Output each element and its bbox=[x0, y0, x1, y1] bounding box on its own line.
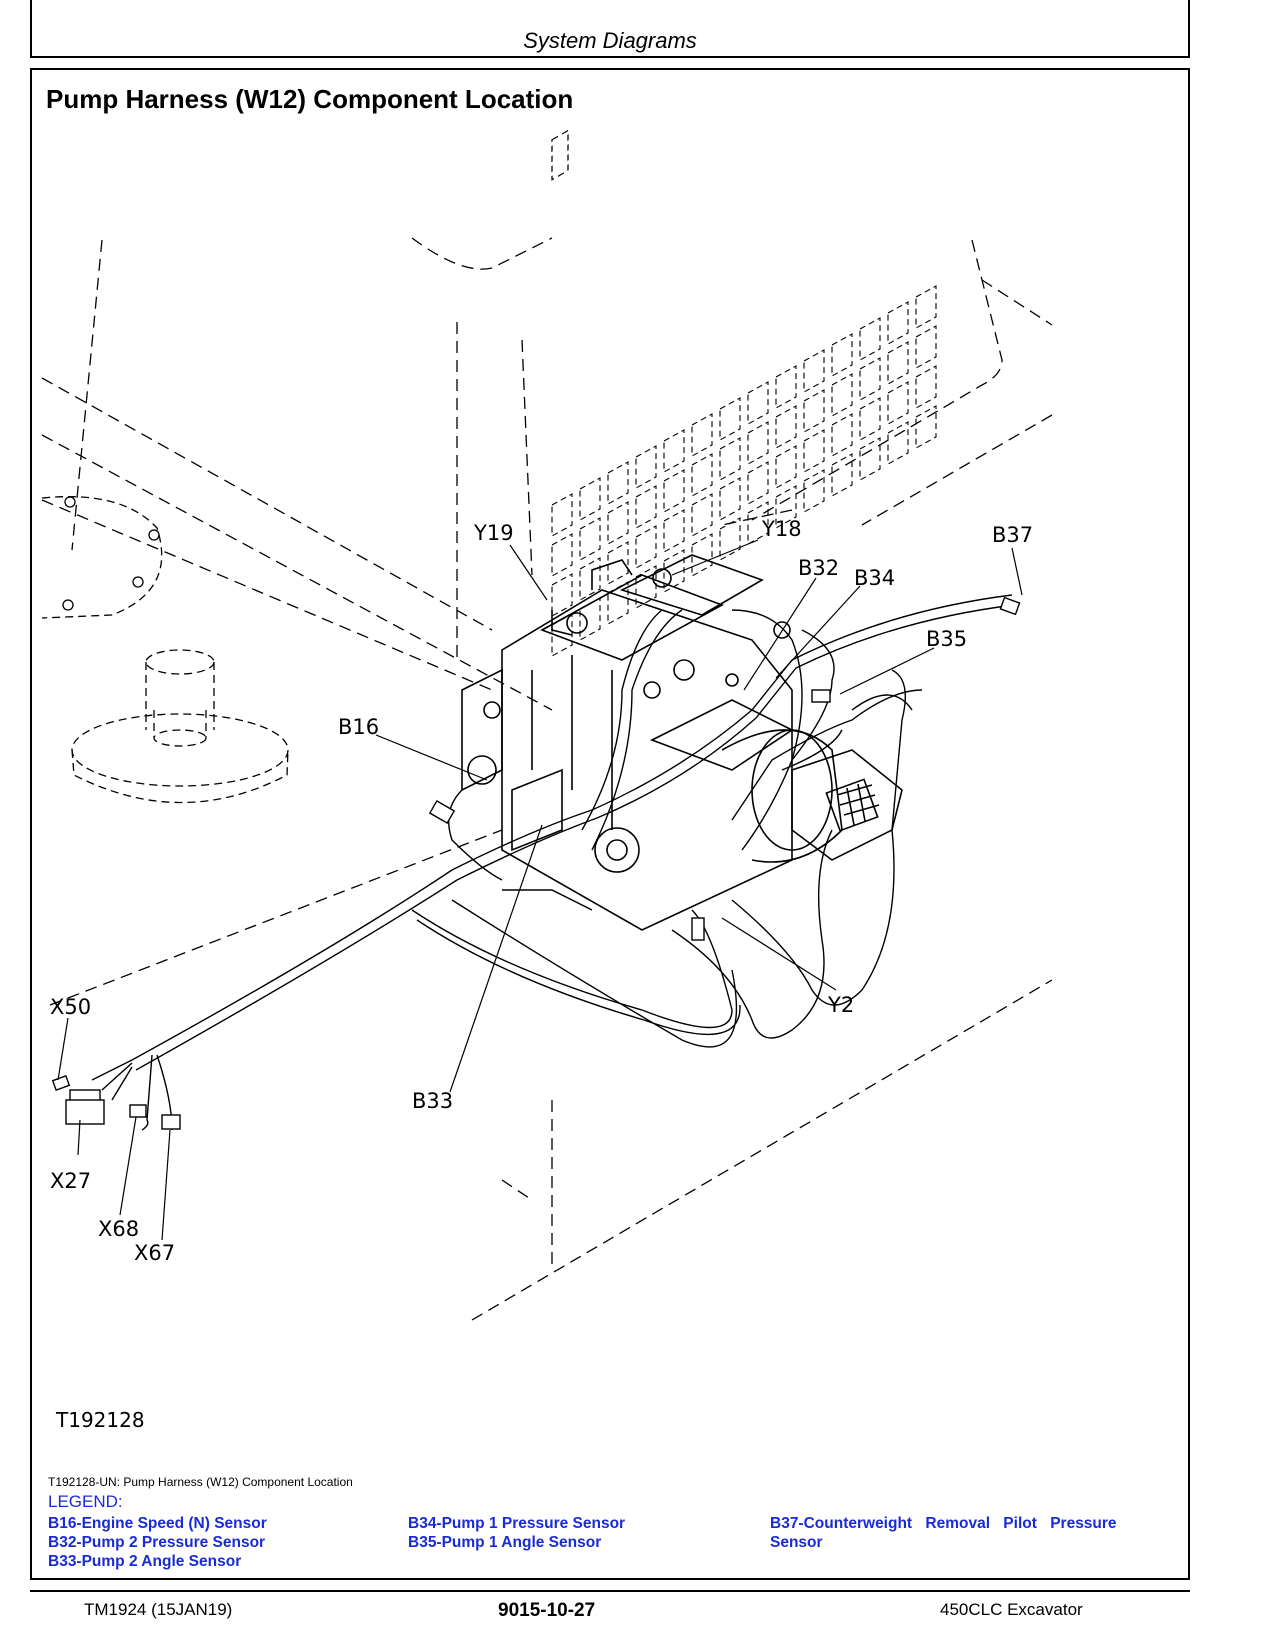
legend-column-1: B16-Engine Speed (N) Sensor B32-Pump 2 P… bbox=[48, 1514, 267, 1571]
section-header: System Diagrams bbox=[523, 28, 697, 53]
callout-x27: X27 bbox=[50, 1169, 91, 1193]
footer-manual-id: TM1924 (15JAN19) bbox=[84, 1600, 233, 1619]
callout-x50: X50 bbox=[50, 995, 91, 1019]
callout-x68: X68 bbox=[98, 1217, 139, 1241]
legend-item: B35-Pump 1 Angle Sensor bbox=[408, 1534, 602, 1551]
grille-opening bbox=[551, 533, 573, 577]
grille-opening bbox=[775, 405, 797, 449]
grille-opening bbox=[775, 365, 797, 409]
callout-y2: Y2 bbox=[827, 993, 854, 1017]
grille-opening bbox=[775, 485, 797, 529]
legend-item: B34-Pump 1 Pressure Sensor bbox=[408, 1515, 626, 1532]
grille-opening bbox=[887, 301, 909, 345]
grille-opening bbox=[915, 405, 937, 449]
grille-opening bbox=[607, 541, 629, 585]
callout-b32: B32 bbox=[798, 556, 839, 580]
grille-opening bbox=[747, 501, 769, 545]
grille-opening bbox=[691, 413, 713, 457]
pump-harness-diagram: Y19 Y18 B37 B32 B34 B35 B16 X50 Y2 B33 X… bbox=[41, 129, 1053, 1321]
footer-rule bbox=[30, 1590, 1190, 1592]
grille-opening bbox=[831, 413, 853, 457]
footer-model: 450CLC Excavator bbox=[940, 1600, 1083, 1619]
grille-opening bbox=[803, 429, 825, 473]
legend-column-3: B37-Counterweight Removal Pilot Pressure… bbox=[770, 1514, 1120, 1552]
hatch-cover bbox=[41, 495, 163, 619]
grille-opening bbox=[915, 325, 937, 369]
grille-opening bbox=[859, 397, 881, 441]
callout-y18: Y18 bbox=[761, 517, 802, 541]
grille-opening bbox=[579, 557, 601, 601]
grille-opening bbox=[635, 565, 657, 609]
grille-opening bbox=[579, 517, 601, 561]
grille-opening bbox=[635, 445, 657, 489]
grille-opening bbox=[551, 573, 573, 617]
grille-opening bbox=[635, 485, 657, 529]
grille-opening bbox=[663, 549, 685, 593]
header-frame: System Diagrams bbox=[30, 0, 1190, 58]
grille-opening bbox=[887, 421, 909, 465]
footer-page-number: 9015-10-27 bbox=[498, 1600, 596, 1621]
grille-opening bbox=[635, 525, 657, 569]
callout-b33: B33 bbox=[412, 1089, 453, 1113]
grille-opening bbox=[831, 373, 853, 417]
grille-opening bbox=[747, 461, 769, 505]
grille-opening bbox=[719, 397, 741, 441]
grille-opening bbox=[579, 477, 601, 521]
grille-opening bbox=[915, 285, 937, 329]
legend-item: Sensor bbox=[770, 1534, 823, 1551]
grille-opening bbox=[663, 509, 685, 553]
callout-b37: B37 bbox=[992, 523, 1033, 547]
grille-opening bbox=[831, 333, 853, 377]
grille-opening bbox=[859, 357, 881, 401]
grille-opening bbox=[803, 349, 825, 393]
grille-opening bbox=[803, 469, 825, 513]
callout-x67: X67 bbox=[134, 1241, 175, 1265]
grille-opening bbox=[663, 469, 685, 513]
grille-opening bbox=[719, 437, 741, 481]
grille-opening bbox=[747, 381, 769, 425]
callout-b34: B34 bbox=[854, 566, 895, 590]
legend-title: LEGEND: bbox=[48, 1492, 123, 1511]
radiator-grille bbox=[551, 129, 569, 181]
grille-opening bbox=[663, 429, 685, 473]
content-frame: Pump Harness (W12) Component Location bbox=[30, 68, 1190, 1580]
grille-opening bbox=[775, 445, 797, 489]
connectors bbox=[51, 596, 1021, 1130]
legend-item: B32-Pump 2 Pressure Sensor bbox=[48, 1534, 266, 1551]
grille-opening bbox=[607, 501, 629, 545]
page-title: Pump Harness (W12) Component Location bbox=[46, 84, 574, 114]
wire-harness bbox=[91, 594, 1015, 1131]
grille-opening bbox=[719, 477, 741, 521]
grille-opening bbox=[607, 461, 629, 505]
grille-opening bbox=[551, 493, 573, 537]
grille-opening bbox=[887, 341, 909, 385]
legend-item: B37-Counterweight Removal Pilot Pressure bbox=[770, 1515, 1117, 1532]
grille-opening bbox=[831, 453, 853, 497]
grille-opening bbox=[691, 453, 713, 497]
grille-opening bbox=[859, 317, 881, 361]
grille-opening bbox=[887, 381, 909, 425]
hydraulic-pump-assembly bbox=[461, 554, 903, 931]
legend-column-2: B34-Pump 1 Pressure Sensor B35-Pump 1 An… bbox=[408, 1514, 625, 1552]
grille-opening bbox=[859, 437, 881, 481]
figure-caption: T192128-UN: Pump Harness (W12) Component… bbox=[48, 1475, 353, 1489]
grille-opening bbox=[719, 517, 741, 561]
grille-opening bbox=[691, 493, 713, 537]
grille-opening bbox=[691, 533, 713, 577]
frame-dashed-lines bbox=[41, 237, 1053, 1321]
callout-b35: B35 bbox=[926, 627, 967, 651]
grille-opening bbox=[803, 389, 825, 433]
figure-id: T192128 bbox=[56, 1408, 145, 1432]
legend-item: B33-Pump 2 Angle Sensor bbox=[48, 1553, 242, 1570]
callout-y19: Y19 bbox=[473, 521, 514, 545]
swing-cylinder bbox=[71, 649, 289, 804]
grille-opening bbox=[915, 365, 937, 409]
legend-item: B16-Engine Speed (N) Sensor bbox=[48, 1515, 267, 1532]
grille-opening bbox=[747, 421, 769, 465]
callout-b16: B16 bbox=[338, 715, 379, 739]
grille-openings bbox=[551, 285, 937, 657]
leader-lines bbox=[57, 539, 1023, 1241]
